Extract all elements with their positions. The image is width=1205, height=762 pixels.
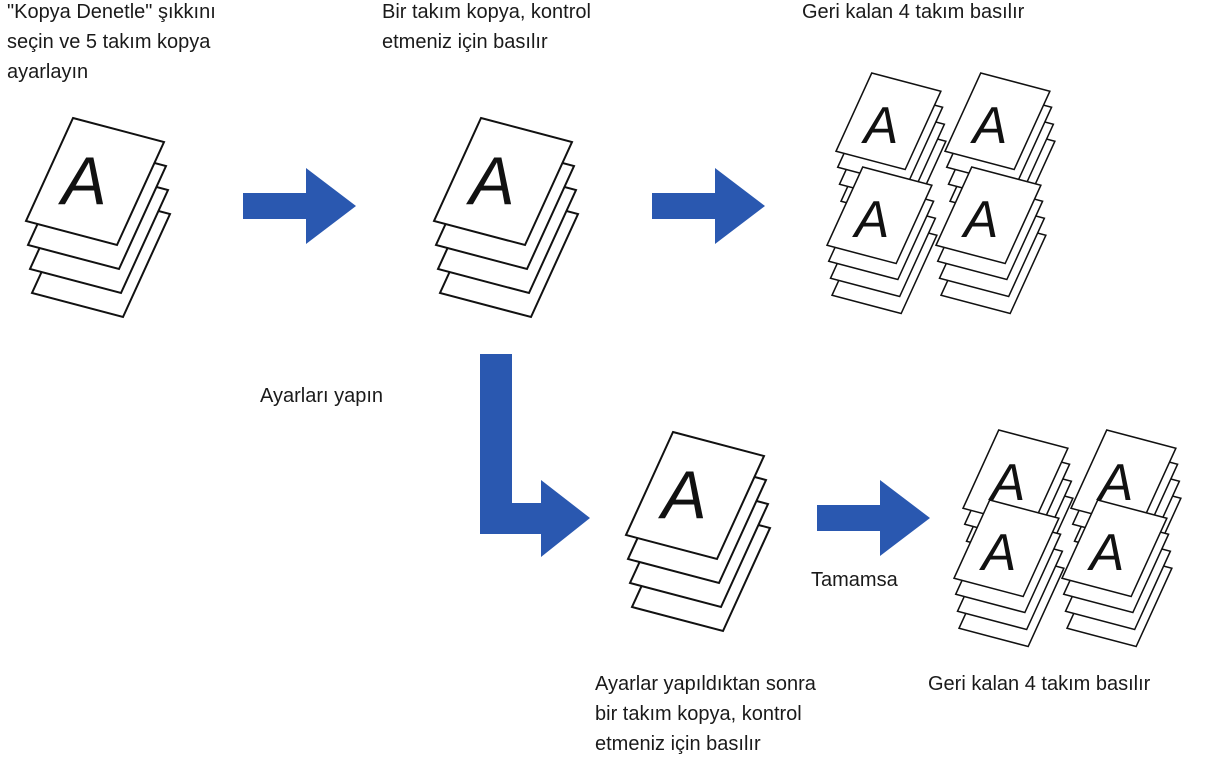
- paper-stack-icon: A: [26, 118, 170, 317]
- paper-stack-icon: A: [827, 167, 937, 314]
- paper-stack-icon: A: [945, 73, 1055, 220]
- arrow-elbow-icon: [480, 354, 590, 557]
- page-letter: A: [57, 143, 106, 219]
- page-letter: A: [465, 143, 514, 219]
- page-letter: A: [970, 97, 1008, 155]
- paper-stack-icon: A: [836, 73, 946, 220]
- paper-stack-icon: A: [1062, 500, 1172, 647]
- step3-caption: Geri kalan 4 takım basılır: [802, 1, 1025, 23]
- adjust-caption: Ayarları yapın: [260, 385, 384, 407]
- page-letter: A: [657, 457, 706, 533]
- step1-caption: "Kopya Denetle" şıkkını seçin ve 5 takım…: [7, 1, 216, 83]
- page-letter: A: [861, 97, 899, 155]
- page-letter: A: [961, 191, 999, 249]
- paper-stack-icon: A: [434, 118, 578, 317]
- step2-caption: Bir takım kopya, kontrol etmeniz için ba…: [382, 1, 591, 53]
- ok-caption: Tamamsa: [811, 569, 898, 591]
- arrow-right-icon: [243, 168, 356, 244]
- page-letter: A: [979, 524, 1017, 582]
- page-letter: A: [1087, 524, 1125, 582]
- step6-caption: Geri kalan 4 takım basılır: [928, 673, 1151, 695]
- paper-stack-icon: A: [936, 167, 1046, 314]
- paper-stack-icon: A: [954, 500, 1064, 647]
- step5-caption: Ayarlar yapıldıktan sonra bir takım kopy…: [595, 673, 816, 755]
- paper-stack-icon: A: [626, 432, 770, 631]
- arrow-right-icon: [652, 168, 765, 244]
- arrow-right-icon: [817, 480, 930, 556]
- page-letter: A: [852, 191, 890, 249]
